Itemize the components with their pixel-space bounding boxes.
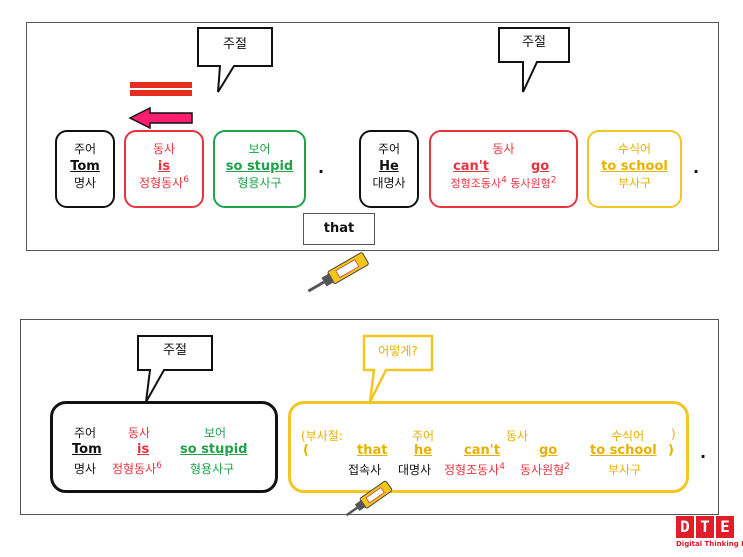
logo-letter-d: D	[676, 516, 694, 538]
speech-bubble-bottom-left-label: 주절	[163, 343, 187, 358]
bl-role-verb: 동사	[128, 426, 151, 440]
speech-bubble-bottom-left	[137, 335, 213, 403]
bl-word-is: is	[137, 442, 150, 457]
logo-letter-e: E	[716, 516, 734, 538]
bl-word-so-stupid: so stupid	[180, 442, 248, 457]
br-role-modifier: 수식어	[611, 429, 645, 443]
speech-bubble-right-label: 주절	[522, 35, 546, 50]
speech-bubble-left	[197, 27, 273, 93]
top-subject2-box: 주어 He 대명사	[359, 130, 419, 208]
left-arrow-icon	[128, 106, 193, 130]
speech-bubble-bottom-right	[362, 334, 434, 403]
bl-role-subject: 주어	[74, 426, 97, 440]
br-role-verb: 동사	[506, 429, 529, 443]
br-pos-aux: 정형조동사4	[444, 462, 505, 478]
speech-bubble-right	[498, 27, 570, 93]
speech-bubble-left-label: 주절	[223, 37, 247, 52]
br-word-go: go	[539, 443, 558, 458]
br-open-paren: (	[303, 443, 309, 458]
br-close-paren: )	[668, 443, 674, 458]
speech-bubble-bottom-right-label: 어떻게?	[378, 344, 418, 358]
bl-role-complement: 보어	[204, 426, 227, 440]
adverb-clause-box	[288, 401, 689, 493]
main-clause-box	[50, 401, 278, 493]
bl-pos-adjphrase: 형용사구	[190, 462, 235, 476]
top-verb-box: 동사 is 정형동사6	[124, 130, 204, 208]
br-pos-base: 동사원형2	[520, 462, 570, 478]
br-word-that: that	[357, 443, 388, 458]
logo-caption: Digital Thinking English	[676, 540, 743, 548]
top-complement-box: 보어 so stupid 형용사구	[213, 130, 306, 208]
br-pos-advphrase: 부사구	[608, 463, 642, 477]
br-word-he: he	[414, 443, 433, 458]
red-stripes	[130, 82, 192, 100]
top-period-1: .	[318, 158, 325, 177]
top-period-2: .	[693, 158, 700, 177]
bottom-period: .	[700, 443, 707, 462]
br-word-to-school: to school	[590, 443, 657, 458]
br-role-subject: 주어	[412, 429, 435, 443]
br-pos-conj: 접속사	[348, 463, 382, 477]
bl-word-tom: Tom	[72, 442, 102, 457]
br-clause-label: (부사절:	[301, 429, 343, 443]
glue-tube-icon-bottom	[345, 480, 393, 517]
bl-pos-verb: 정형동사6	[112, 461, 162, 477]
that-box: that	[303, 213, 375, 245]
bl-pos-noun: 명사	[74, 462, 97, 476]
br-close-paren-top: )	[671, 427, 676, 441]
br-word-cant: can't	[464, 443, 500, 458]
br-pos-pronoun: 대명사	[398, 463, 432, 477]
top-subject-box: 주어 Tom 명사	[55, 130, 115, 208]
logo-letter-t: T	[696, 516, 714, 538]
top-verb2-box: 동사 can't go 정형조동사4 동사원형2	[429, 130, 578, 208]
glue-tube-icon	[307, 252, 369, 293]
top-modifier-box: 수식어 to school 부사구	[587, 130, 682, 208]
dte-logo: D T E Digital Thinking English	[676, 516, 743, 548]
